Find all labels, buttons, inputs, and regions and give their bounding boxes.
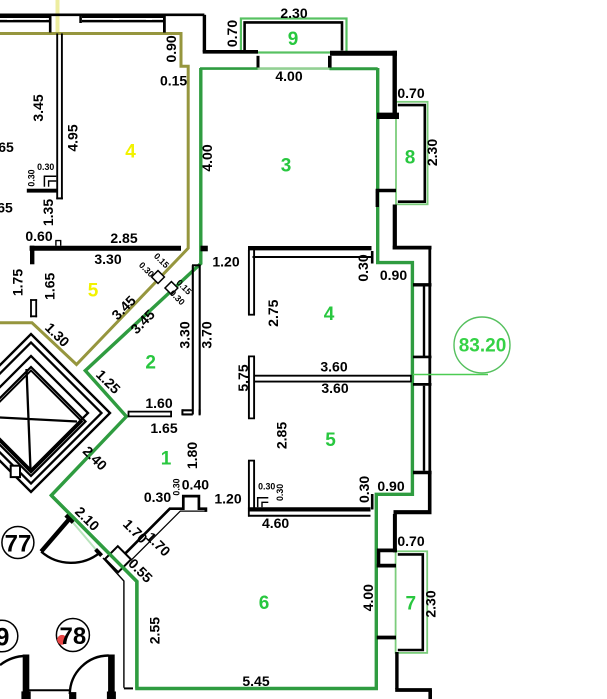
svg-text:0.30: 0.30 <box>172 478 182 495</box>
svg-text:7: 7 <box>406 594 417 615</box>
svg-text:0.70: 0.70 <box>224 20 240 47</box>
svg-text:3.45: 3.45 <box>30 94 46 121</box>
svg-text:2.30: 2.30 <box>280 5 307 21</box>
svg-text:5: 5 <box>325 430 336 451</box>
svg-text:1.75: 1.75 <box>10 269 26 296</box>
svg-text:0.30: 0.30 <box>27 169 37 186</box>
svg-text:4: 4 <box>324 304 335 325</box>
svg-text:3.70: 3.70 <box>199 321 215 348</box>
svg-text:5: 5 <box>88 281 99 302</box>
svg-text:4.95: 4.95 <box>65 124 81 151</box>
svg-text:4: 4 <box>125 142 136 163</box>
svg-text:3.60: 3.60 <box>320 358 347 374</box>
svg-text:3: 3 <box>281 156 292 177</box>
svg-text:0.60: 0.60 <box>25 228 52 244</box>
svg-text:3.30: 3.30 <box>177 321 193 348</box>
svg-text:4.00: 4.00 <box>360 584 376 611</box>
svg-text:5.75: 5.75 <box>235 364 251 391</box>
svg-text:0.15: 0.15 <box>160 72 187 88</box>
svg-text:2.85: 2.85 <box>274 422 290 449</box>
svg-text:1.60: 1.60 <box>145 395 172 411</box>
svg-text:0.70: 0.70 <box>397 533 424 549</box>
svg-text:83.20: 83.20 <box>459 336 507 357</box>
svg-text:3.30: 3.30 <box>94 251 121 267</box>
svg-text:4.00: 4.00 <box>275 68 302 84</box>
svg-text:0.30: 0.30 <box>275 484 285 501</box>
svg-text:0.40: 0.40 <box>182 476 209 492</box>
svg-text:0.90: 0.90 <box>377 478 404 494</box>
svg-text:1.35: 1.35 <box>40 199 56 226</box>
svg-text:0.90: 0.90 <box>380 267 407 283</box>
svg-text:77: 77 <box>5 531 32 558</box>
svg-text:1.65: 1.65 <box>150 420 177 436</box>
svg-text:65: 65 <box>0 139 14 155</box>
svg-text:0.70: 0.70 <box>397 85 424 101</box>
svg-text:0.90: 0.90 <box>163 35 179 62</box>
svg-text:1.20: 1.20 <box>214 491 241 507</box>
svg-text:2.85: 2.85 <box>110 230 137 246</box>
svg-text:2.75: 2.75 <box>265 299 281 326</box>
svg-text:0.30: 0.30 <box>355 254 371 281</box>
svg-text:6: 6 <box>259 593 270 614</box>
svg-text:0.30: 0.30 <box>144 489 171 505</box>
svg-text:8: 8 <box>405 148 416 169</box>
svg-text:0.30: 0.30 <box>356 476 372 503</box>
svg-text:0.30: 0.30 <box>37 162 54 172</box>
svg-text:2.30: 2.30 <box>423 590 439 617</box>
svg-text:9: 9 <box>288 29 299 50</box>
svg-text:2.55: 2.55 <box>147 617 163 644</box>
svg-text:9: 9 <box>0 624 9 652</box>
svg-text:1.65: 1.65 <box>42 272 58 299</box>
svg-text:3.60: 3.60 <box>321 380 348 396</box>
svg-text:4.60: 4.60 <box>262 515 289 531</box>
svg-text:0.30: 0.30 <box>258 482 275 492</box>
svg-text:65: 65 <box>0 199 13 215</box>
svg-text:5.45: 5.45 <box>242 673 269 689</box>
svg-text:1: 1 <box>161 449 172 470</box>
svg-text:78: 78 <box>60 623 87 650</box>
svg-text:2.30: 2.30 <box>424 139 440 166</box>
svg-text:2: 2 <box>145 352 156 373</box>
svg-text:1.20: 1.20 <box>212 253 239 269</box>
svg-text:4.00: 4.00 <box>199 144 215 171</box>
svg-text:1.80: 1.80 <box>184 442 200 469</box>
